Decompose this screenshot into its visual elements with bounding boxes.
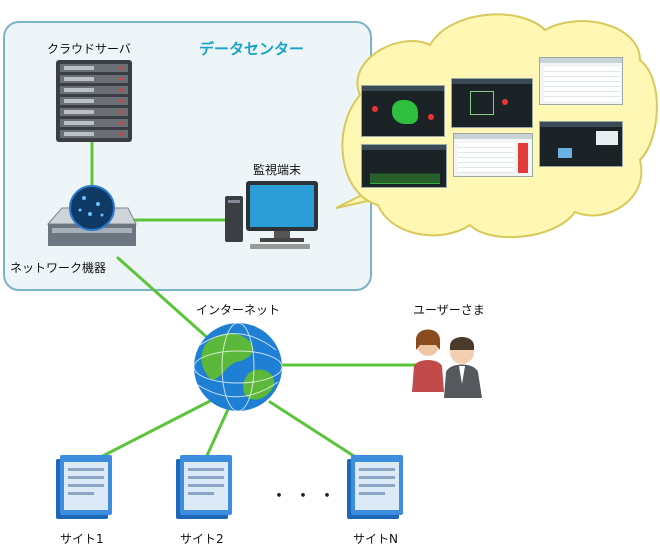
- cloud-server-label: クラウドサーバ: [47, 42, 131, 56]
- desktop-pc-icon: [225, 181, 318, 249]
- internet-label: インターネット: [196, 303, 281, 317]
- users-label: ユーザーさま: [413, 303, 485, 317]
- data-center-title: データセンター: [199, 40, 305, 58]
- router-icon: [46, 185, 137, 246]
- globe-icon: [193, 322, 283, 412]
- more-sites-ellipsis: ・・・: [270, 486, 342, 507]
- link-internet-siten: [268, 400, 362, 462]
- monitor-terminal-label: 監視端末: [253, 163, 302, 177]
- monitor-screen-sample-1: [361, 85, 445, 137]
- document-icon-site1: [56, 455, 112, 519]
- document-icon-siten: [347, 455, 403, 519]
- link-internet-site1: [93, 398, 214, 462]
- site-label-2: サイト2: [180, 532, 224, 546]
- network-device-label: ネットワーク機器: [10, 261, 107, 275]
- document-icon-site2: [176, 455, 232, 519]
- site-label-1: サイト1: [60, 532, 104, 546]
- server-rack-icon: [56, 60, 132, 142]
- link-router-internet: [116, 256, 212, 342]
- monitor-screen-sample-3: [539, 57, 623, 105]
- link-internet-site2: [203, 403, 232, 462]
- monitor-screen-sample-6: [539, 121, 623, 167]
- monitor-screen-sample-5: [453, 133, 533, 177]
- monitor-screen-sample-4: [361, 144, 447, 188]
- monitor-screen-sample-2: [451, 78, 533, 128]
- site-label-n: サイトN: [353, 532, 398, 546]
- users-icon: [412, 329, 482, 398]
